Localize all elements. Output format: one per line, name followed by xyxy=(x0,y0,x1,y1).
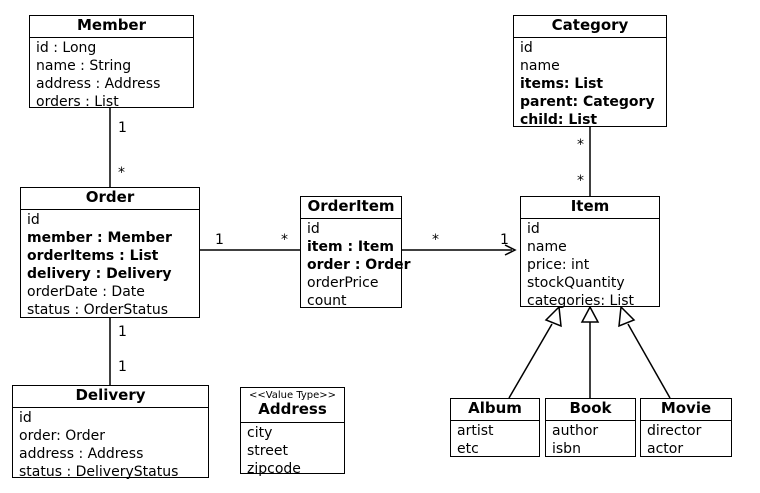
attribute: id : Long xyxy=(36,40,97,56)
multiplicity-item-to-category: * xyxy=(577,173,584,189)
attribute: id xyxy=(307,221,320,237)
attribute: id xyxy=(19,410,32,426)
class-address[interactable]: <<Value Type>> Address city street zipco… xyxy=(240,387,345,477)
attribute: city xyxy=(247,425,273,441)
multiplicity-category-side: * xyxy=(577,137,584,153)
class-orderitem-name: OrderItem xyxy=(301,197,401,219)
class-order-name: Order xyxy=(21,188,199,210)
multiplicity-member-side: 1 xyxy=(118,120,127,136)
attribute: artist xyxy=(457,423,494,439)
movie-inheritance-triangle xyxy=(618,305,636,328)
attribute: orderPrice xyxy=(307,275,379,291)
attribute: id xyxy=(527,221,540,237)
attribute: child: List xyxy=(520,112,598,128)
attribute: status : DeliveryStatus xyxy=(19,464,179,480)
movie-generalization-line xyxy=(627,323,671,399)
attribute: orderItems : List xyxy=(27,248,159,264)
class-order[interactable]: Order id member : Member orderItems : Li… xyxy=(20,187,200,318)
class-category[interactable]: Category id name items: List parent: Cat… xyxy=(513,15,667,129)
attribute: parent: Category xyxy=(520,94,655,110)
class-movie-attributes: director actor xyxy=(641,421,731,458)
multiplicity-order-to-member: * xyxy=(118,165,125,181)
class-order-attributes: id member : Member orderItems : List del… xyxy=(21,210,199,319)
multiplicity-order-to-delivery: 1 xyxy=(118,324,127,340)
class-orderitem-attributes: id item : Item order : Order orderPrice … xyxy=(301,219,411,310)
class-delivery[interactable]: Delivery id order: Order address : Addre… xyxy=(12,385,209,481)
attribute: orders : List xyxy=(36,94,119,110)
class-delivery-name: Delivery xyxy=(13,386,208,408)
attribute: etc xyxy=(457,441,479,457)
attribute: actor xyxy=(647,441,684,457)
attribute: director xyxy=(647,423,702,439)
attribute: address : Address xyxy=(19,446,144,462)
attribute: items: List xyxy=(520,76,604,92)
class-address-title: Address xyxy=(258,400,327,418)
class-album-name: Album xyxy=(451,399,539,421)
album-generalization-line xyxy=(508,323,553,399)
attribute: categories: List xyxy=(527,293,635,309)
class-category-attributes: id name items: List parent: Category chi… xyxy=(514,38,666,129)
class-album[interactable]: Album artist etc xyxy=(450,398,540,457)
stereotype-label: <<Value Type>> xyxy=(248,390,337,401)
class-address-name: <<Value Type>> Address xyxy=(241,388,344,423)
class-movie-name: Movie xyxy=(641,399,731,421)
attribute: id xyxy=(27,212,40,228)
attribute: status : OrderStatus xyxy=(27,302,169,318)
class-item-attributes: id name price: int stockQuantity categor… xyxy=(521,219,659,310)
class-item-name: Item xyxy=(521,197,659,219)
attribute: name : String xyxy=(36,58,132,74)
attribute: name xyxy=(527,239,567,255)
attribute: count xyxy=(307,293,347,309)
multiplicity-delivery-side: 1 xyxy=(118,359,127,375)
class-movie[interactable]: Movie director actor xyxy=(640,398,732,457)
attribute: name xyxy=(520,58,560,74)
album-inheritance-triangle xyxy=(544,305,562,328)
multiplicity-item-from-orderitem: 1 xyxy=(500,232,509,248)
multiplicity-orderitem-to-item: * xyxy=(432,232,439,248)
class-item[interactable]: Item id name price: int stockQuantity ca… xyxy=(520,196,660,310)
attribute: member : Member xyxy=(27,230,172,246)
book-inheritance-triangle xyxy=(580,305,600,323)
attribute: price: int xyxy=(527,257,590,273)
attribute: id xyxy=(520,40,533,56)
class-address-attributes: city street zipcode xyxy=(241,423,344,478)
attribute: delivery : Delivery xyxy=(27,266,172,282)
class-member[interactable]: Member id : Long name : String address :… xyxy=(29,15,194,111)
class-member-name: Member xyxy=(30,16,193,38)
class-book-name: Book xyxy=(546,399,635,421)
attribute: item : Item xyxy=(307,239,394,255)
attribute: isbn xyxy=(552,441,581,457)
attribute: orderDate : Date xyxy=(27,284,145,300)
class-orderitem[interactable]: OrderItem id item : Item order : Order o… xyxy=(300,196,411,310)
attribute: address : Address xyxy=(36,76,161,92)
class-category-name: Category xyxy=(514,16,666,38)
attribute: stockQuantity xyxy=(527,275,625,291)
attribute: zipcode xyxy=(247,461,301,477)
multiplicity-order-side: 1 xyxy=(215,232,224,248)
attribute: street xyxy=(247,443,288,459)
multiplicity-orderitem-to-order: * xyxy=(281,232,288,248)
class-album-attributes: artist etc xyxy=(451,421,539,458)
attribute: order: Order xyxy=(19,428,106,444)
class-delivery-attributes: id order: Order address : Address status… xyxy=(13,408,208,481)
class-book-attributes: author isbn xyxy=(546,421,635,458)
attribute: order : Order xyxy=(307,257,411,273)
class-book[interactable]: Book author isbn xyxy=(545,398,636,457)
class-member-attributes: id : Long name : String address : Addres… xyxy=(30,38,193,111)
attribute: author xyxy=(552,423,599,439)
navigability-arrowhead xyxy=(504,244,517,256)
